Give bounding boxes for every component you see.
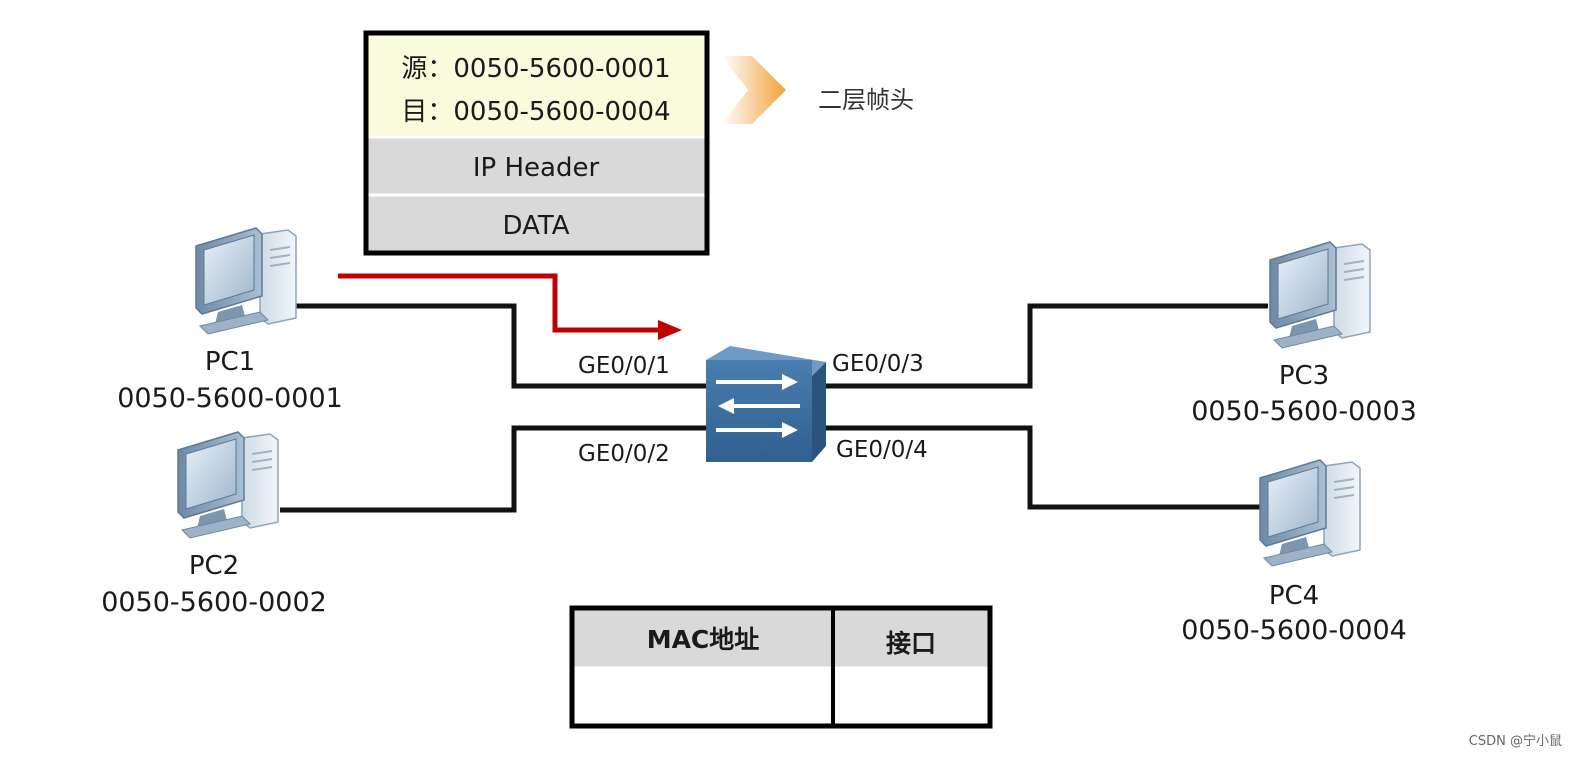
pc3: PC3 0050-5600-0003 — [1191, 241, 1417, 427]
caption-arrow-icon — [722, 56, 786, 124]
red-arrowhead-icon — [658, 320, 682, 340]
frame-dst-mac: 目：0050-5600-0004 — [401, 97, 670, 127]
link-pc1 — [296, 303, 706, 389]
pc1-name: PC1 — [205, 347, 255, 377]
pc4-computer-icon — [1259, 459, 1361, 567]
port-label-3: GE0/0/3 — [832, 351, 924, 377]
frame-caption: 二层帧头 — [722, 56, 914, 124]
links — [280, 303, 1268, 513]
pc2-computer-icon — [177, 431, 279, 539]
pc1-mac: 0050-5600-0001 — [117, 383, 343, 414]
pc3-mac: 0050-5600-0003 — [1191, 396, 1417, 427]
port-label-1: GE0/0/1 — [578, 353, 670, 379]
pc2-mac: 0050-5600-0002 — [101, 587, 327, 618]
data-box — [366, 195, 707, 253]
table-header-port: 接口 — [886, 629, 936, 658]
pc2-name: PC2 — [189, 551, 239, 581]
pc3-name: PC3 — [1279, 361, 1329, 391]
frame-ip-header: IP Header — [473, 153, 600, 183]
table-header-mac: MAC地址 — [647, 625, 760, 654]
traffic-arrow — [338, 273, 682, 340]
port-label-4: GE0/0/4 — [836, 437, 928, 463]
frame-src-mac: 源：0050-5600-0001 — [401, 54, 670, 84]
caption-label: 二层帧头 — [818, 86, 914, 114]
watermark: CSDN @宁小鼠 — [1469, 733, 1562, 749]
pc4-mac: 0050-5600-0004 — [1181, 615, 1407, 646]
link-pc3 — [820, 303, 1268, 389]
pc1: PC1 0050-5600-0001 — [117, 227, 343, 414]
switch-icon — [706, 346, 826, 462]
pc3-computer-icon — [1269, 241, 1371, 349]
frame-header-box — [366, 33, 707, 137]
pc4: PC4 0050-5600-0004 — [1181, 459, 1407, 646]
link-pc2 — [280, 425, 706, 513]
link-pc4 — [820, 425, 1260, 510]
pc1-computer-icon — [195, 227, 297, 335]
ip-header-box — [366, 137, 707, 195]
frame-data: DATA — [503, 211, 570, 241]
mac-address-table: MAC地址 接口 — [569, 605, 993, 729]
port-label-2: GE0/0/2 — [578, 441, 670, 467]
pc4-name: PC4 — [1269, 581, 1319, 611]
frame-stack: 源：0050-5600-0001 目：0050-5600-0004 IP Hea… — [363, 30, 710, 256]
pc2: PC2 0050-5600-0002 — [101, 431, 327, 618]
